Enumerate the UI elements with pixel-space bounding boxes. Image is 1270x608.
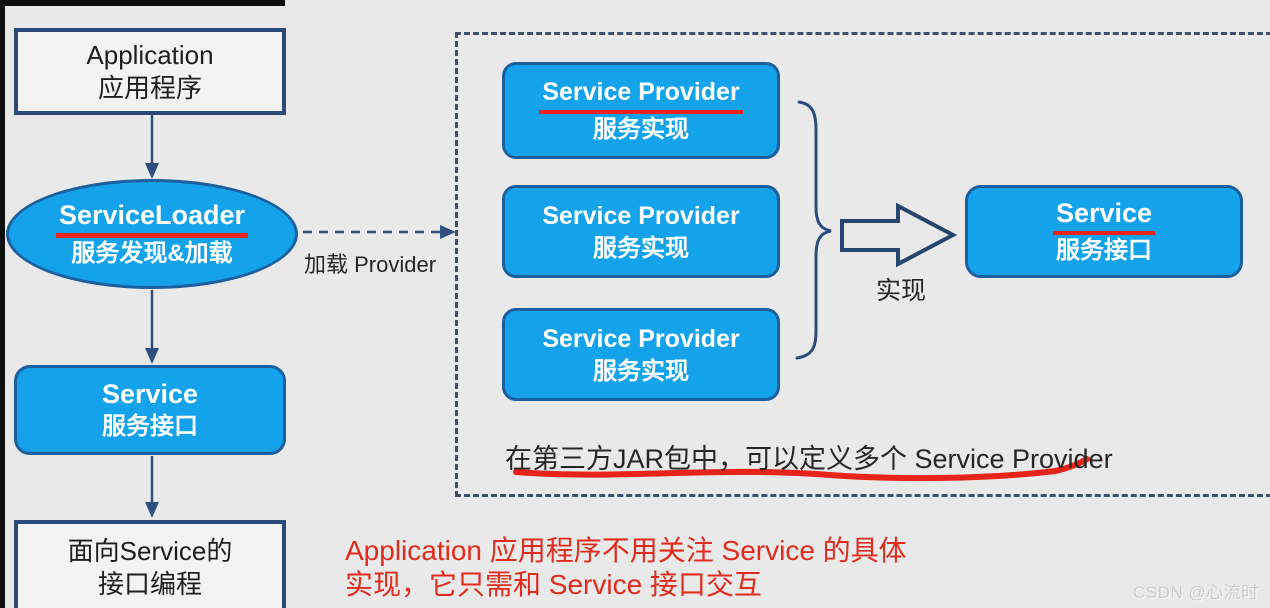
service-right-label-en: Service (1052, 196, 1156, 235)
interface-programming-label1: 面向Service的 (67, 536, 233, 566)
load-provider-label: 加载 Provider (304, 252, 437, 277)
service-provider2-label-en: Service Provider (542, 201, 740, 230)
service-left-label-cn: 服务接口 (102, 413, 198, 440)
application-label-cn: 应用程序 (97, 72, 202, 103)
implements-label: 实现 (876, 277, 927, 305)
footer-note-line1: Application 应用程序不用关注 Service 的具体 (345, 535, 907, 566)
service-interface-node-right: Service 服务接口 (965, 185, 1243, 278)
third-party-jar-group (455, 32, 1270, 497)
service-provider-node-1: Service Provider 服务实现 (502, 62, 780, 159)
interface-programming-node: 面向Service的 接口编程 (14, 520, 286, 608)
service-provider3-label-cn: 服务实现 (593, 357, 689, 385)
watermark: CSDN @心流时间 (1133, 583, 1259, 602)
jar-caption: 在第三方JAR包中，可以定义多个 Service Provider (505, 444, 1113, 474)
interface-programming-label2: 接口编程 (97, 569, 202, 599)
service-provider1-label-en: Service Provider (539, 75, 743, 114)
service-provider2-label-cn: 服务实现 (593, 234, 689, 262)
footer-note-line2: 实现，它只需和 Service 接口交互 (345, 569, 762, 600)
service-provider-node-3: Service Provider 服务实现 (502, 308, 780, 401)
letterbox-top-bar (0, 0, 285, 6)
application-label-en: Application (86, 39, 214, 70)
letterbox-left-bar (0, 0, 5, 608)
service-interface-node-left: Service 服务接口 (14, 365, 286, 455)
application-node: Application 应用程序 (14, 28, 286, 115)
service-loader-label-cn: 服务发现&加载 (71, 240, 233, 267)
footer-note: Application 应用程序不用关注 Service 的具体 实现，它只需和… (345, 534, 907, 602)
service-left-label-en: Service (101, 379, 199, 409)
service-loader-node: ServiceLoader 服务发现&加载 (6, 179, 298, 289)
service-right-label-cn: 服务接口 (1056, 237, 1152, 264)
service-loader-label-en: ServiceLoader (55, 198, 249, 238)
service-provider3-label-en: Service Provider (542, 324, 740, 353)
service-provider1-label-cn: 服务实现 (593, 116, 689, 143)
service-provider-node-2: Service Provider 服务实现 (502, 185, 780, 278)
